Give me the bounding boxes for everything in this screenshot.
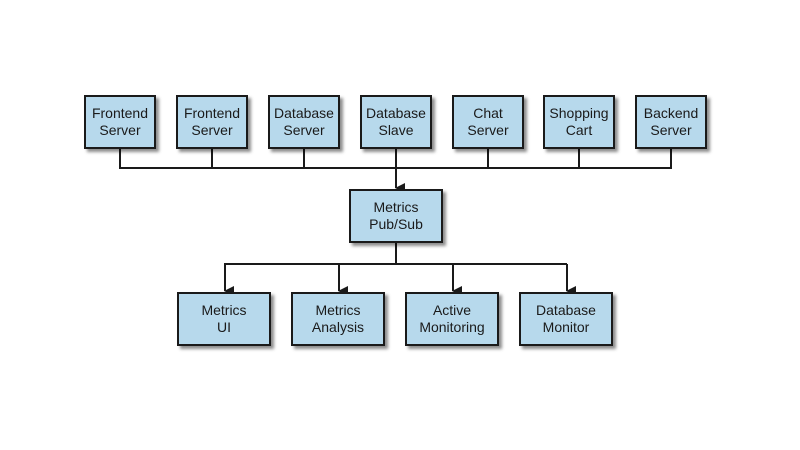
frontend-server-node-2: Frontend Server <box>176 95 248 149</box>
node-label-line2: Server <box>467 122 509 138</box>
node-label-line2: Server <box>650 122 692 138</box>
node-label-line2: Server <box>191 122 233 138</box>
backend-server-node: Backend Server <box>635 95 707 149</box>
node-label-line2: UI <box>217 319 231 335</box>
node-label-line2: Analysis <box>311 319 365 335</box>
database-server-node: Database Server <box>268 95 340 149</box>
node-label-line1: Active <box>432 302 472 318</box>
active-monitoring-node: Active Monitoring <box>405 292 499 346</box>
node-label-line2: Server <box>283 122 325 138</box>
database-monitor-node: Database Monitor <box>519 292 613 346</box>
frontend-server-node-1: Frontend Server <box>84 95 156 149</box>
metrics-pubsub-node: Metrics Pub/Sub <box>349 189 443 243</box>
node-label-line1: Shopping <box>549 105 609 121</box>
node-label-line2: Server <box>99 122 141 138</box>
metrics-ui-node: Metrics UI <box>177 292 271 346</box>
node-label-line1: Chat <box>473 105 503 121</box>
node-label-line1: Database <box>274 105 334 121</box>
shopping-cart-node: Shopping Cart <box>543 95 615 149</box>
metrics-analysis-node: Metrics Analysis <box>291 292 385 346</box>
node-label-line2: Monitor <box>542 319 590 335</box>
node-label-line1: Backend <box>643 105 699 121</box>
node-label-line2: Slave <box>378 122 414 138</box>
node-label-line2: Cart <box>565 122 593 138</box>
node-label-line1: Frontend <box>183 105 241 121</box>
node-label-line2: Monitoring <box>419 319 485 335</box>
chat-server-node: Chat Server <box>452 95 524 149</box>
node-label-line1: Database <box>366 105 426 121</box>
database-slave-node: Database Slave <box>360 95 432 149</box>
node-label-line1: Frontend <box>91 105 149 121</box>
node-label-line1: Metrics <box>201 302 247 318</box>
node-label-line1: Metrics <box>315 302 361 318</box>
node-label-line1: Metrics <box>373 199 419 215</box>
node-label-line2: Pub/Sub <box>369 216 423 232</box>
node-label-line1: Database <box>536 302 596 318</box>
